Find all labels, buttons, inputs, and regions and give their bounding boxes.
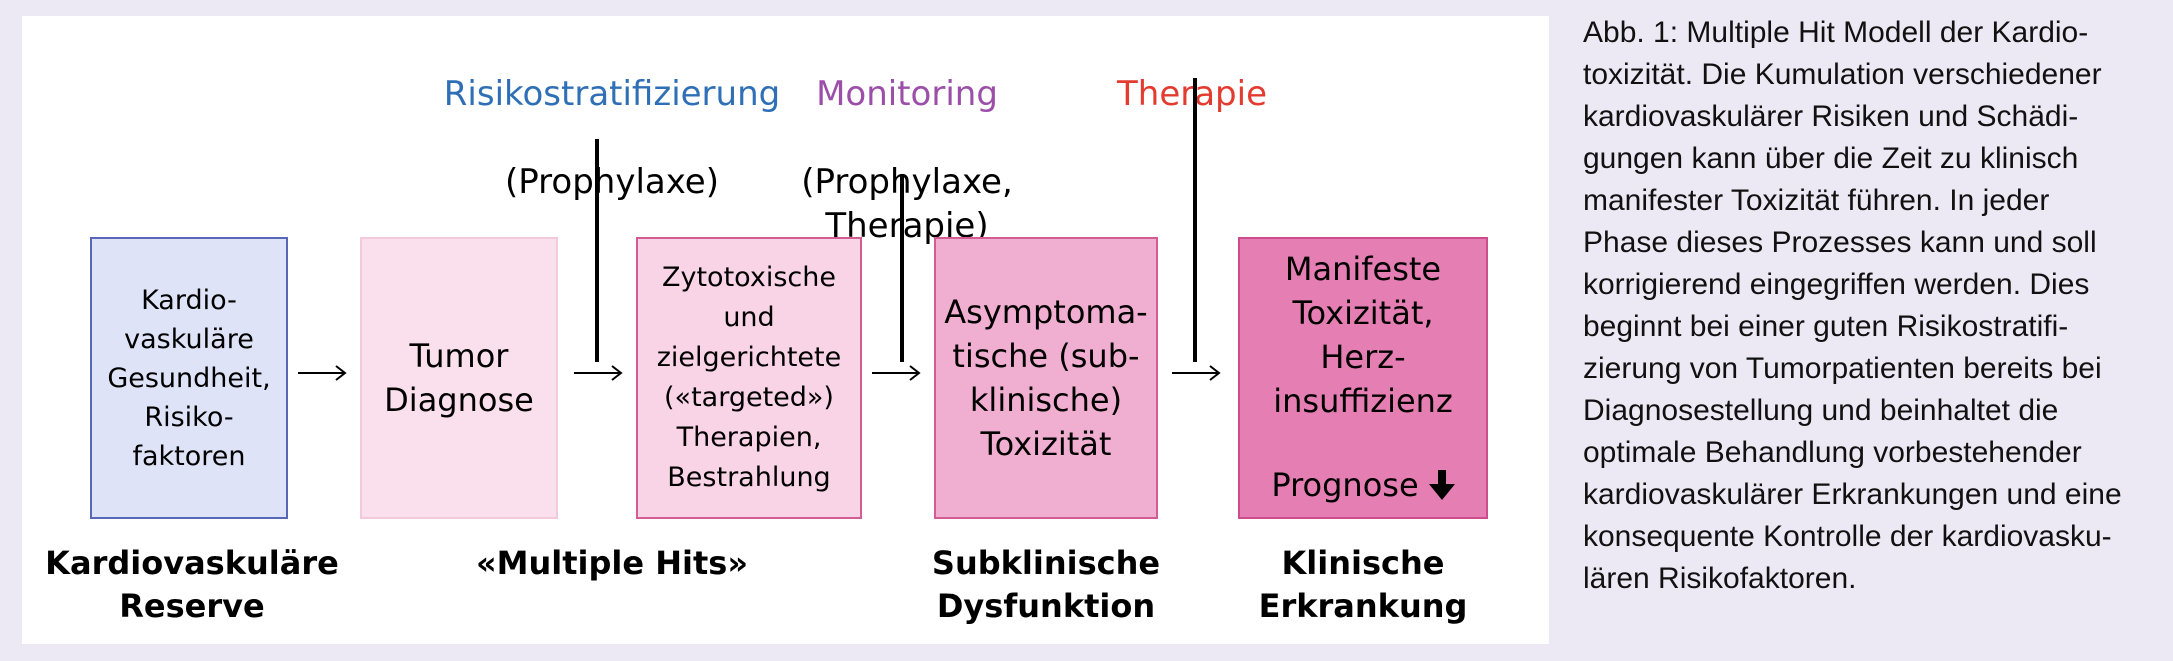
arrow-right-icon: [872, 365, 921, 381]
monitoring-label: Monitoring (Prophylaxe, Therapie): [782, 28, 1032, 292]
manifest-toxicity-text: Manifeste Toxizität, Herz- insuffizienz: [1273, 250, 1453, 420]
subclinical-toxicity-text: Asymptoma- tische (sub- klinische) Toxiz…: [944, 293, 1148, 463]
cardiovascular-reserve-label: Kardiovaskuläre Reserve: [45, 544, 339, 625]
therapies-text: Zytotoxische und zielgerichtete («target…: [656, 262, 842, 493]
therapy-label: Therapie: [1092, 28, 1292, 160]
monitoring-intervention-line: [900, 176, 904, 362]
risk-stratification-heading: Risikostratifizierung: [443, 74, 781, 114]
arrow-down-icon: [1428, 470, 1455, 500]
monitoring-heading: Monitoring: [816, 74, 998, 114]
prognosis-row: Prognose: [1240, 463, 1486, 507]
subclinical-toxicity-box: Asymptoma- tische (sub- klinische) Toxiz…: [934, 237, 1158, 519]
multiple-hits-label: «Multiple Hits»: [475, 544, 748, 582]
figure-caption: Abb. 1: Multiple Hit Modell der Kardio- …: [1583, 16, 2122, 595]
cardiovascular-health-box: Kardio- vaskuläre Gesundheit, Risiko- fa…: [90, 237, 288, 519]
diagram-panel: Risikostratifizierung (Prophylaxe) Monit…: [22, 16, 1549, 644]
arrow-right-icon: [1172, 365, 1221, 381]
cardiovascular-health-text: Kardio- vaskuläre Gesundheit, Risiko- fa…: [107, 284, 271, 472]
prognosis-text: Prognose: [1271, 466, 1419, 504]
therapy-heading: Therapie: [1117, 74, 1267, 114]
therapy-intervention-line: [1193, 78, 1197, 362]
therapies-box: Zytotoxische und zielgerichtete («target…: [636, 237, 862, 519]
tumor-diagnosis-box: Tumor Diagnose: [360, 237, 558, 519]
monitoring-subheading: (Prophylaxe, Therapie): [801, 162, 1013, 246]
risk-intervention-line: [595, 139, 599, 362]
risk-stratification-subheading: (Prophylaxe): [505, 162, 719, 202]
risk-stratification-label: Risikostratifizierung (Prophylaxe): [402, 28, 822, 248]
arrow-right-icon: [298, 365, 347, 381]
clinical-disease-label: Klinische Erkrankung: [1258, 544, 1468, 625]
manifest-toxicity-box: Manifeste Toxizität, Herz- insuffizienz …: [1238, 237, 1488, 519]
arrow-right-icon: [574, 365, 623, 381]
subclinical-dysfunction-label: Subklinische Dysfunktion: [931, 544, 1161, 625]
tumor-diagnosis-text: Tumor Diagnose: [384, 337, 534, 419]
